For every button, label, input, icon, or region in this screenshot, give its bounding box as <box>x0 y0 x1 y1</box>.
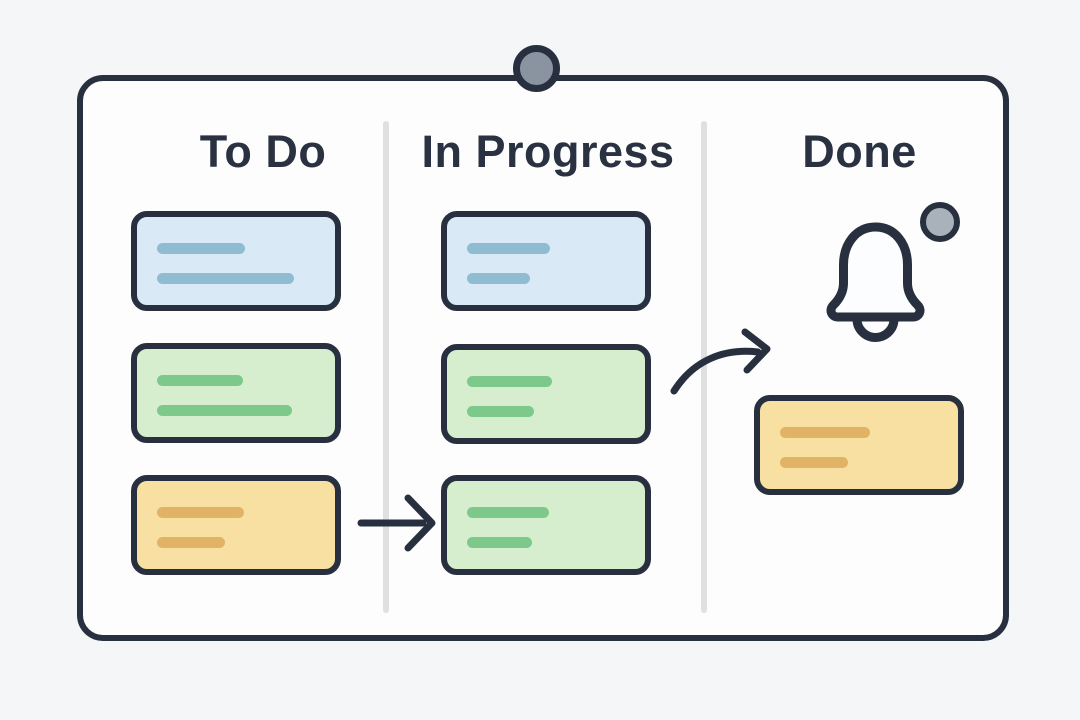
column-divider <box>701 121 707 613</box>
notification-dot-icon <box>920 202 960 242</box>
column-header-in-progress: In Progress <box>421 126 675 177</box>
curved-arrow-icon <box>670 328 771 395</box>
column-divider <box>383 121 389 613</box>
card-text-line <box>157 273 294 284</box>
kanban-card-yellow[interactable] <box>131 475 341 575</box>
card-text-line <box>157 375 243 386</box>
kanban-card-blue[interactable] <box>441 211 651 311</box>
card-text-line <box>467 406 534 417</box>
card-text-line <box>467 537 532 548</box>
card-text-line <box>780 457 848 468</box>
kanban-card-green[interactable] <box>131 343 341 443</box>
in-progress-card-list <box>83 81 1003 635</box>
card-text-line <box>157 243 245 254</box>
card-text-line <box>467 507 549 518</box>
column-header-todo: To Do <box>199 126 327 177</box>
pin-icon <box>513 45 560 92</box>
card-text-line <box>157 537 225 548</box>
kanban-card-green[interactable] <box>441 344 651 444</box>
card-text-line <box>467 273 530 284</box>
card-text-line <box>467 243 550 254</box>
kanban-board: To Do In Progress Done <box>77 75 1009 641</box>
done-card-list <box>83 81 1003 635</box>
card-text-line <box>157 507 244 518</box>
kanban-card-yellow[interactable] <box>754 395 964 495</box>
todo-card-list <box>83 81 1003 635</box>
bell-icon[interactable] <box>823 221 928 346</box>
kanban-card-blue[interactable] <box>131 211 341 311</box>
arrow-right-icon <box>357 494 436 552</box>
kanban-card-green[interactable] <box>441 475 651 575</box>
column-header-done: Done <box>802 126 917 177</box>
card-text-line <box>780 427 870 438</box>
card-text-line <box>157 405 292 416</box>
card-text-line <box>467 376 552 387</box>
